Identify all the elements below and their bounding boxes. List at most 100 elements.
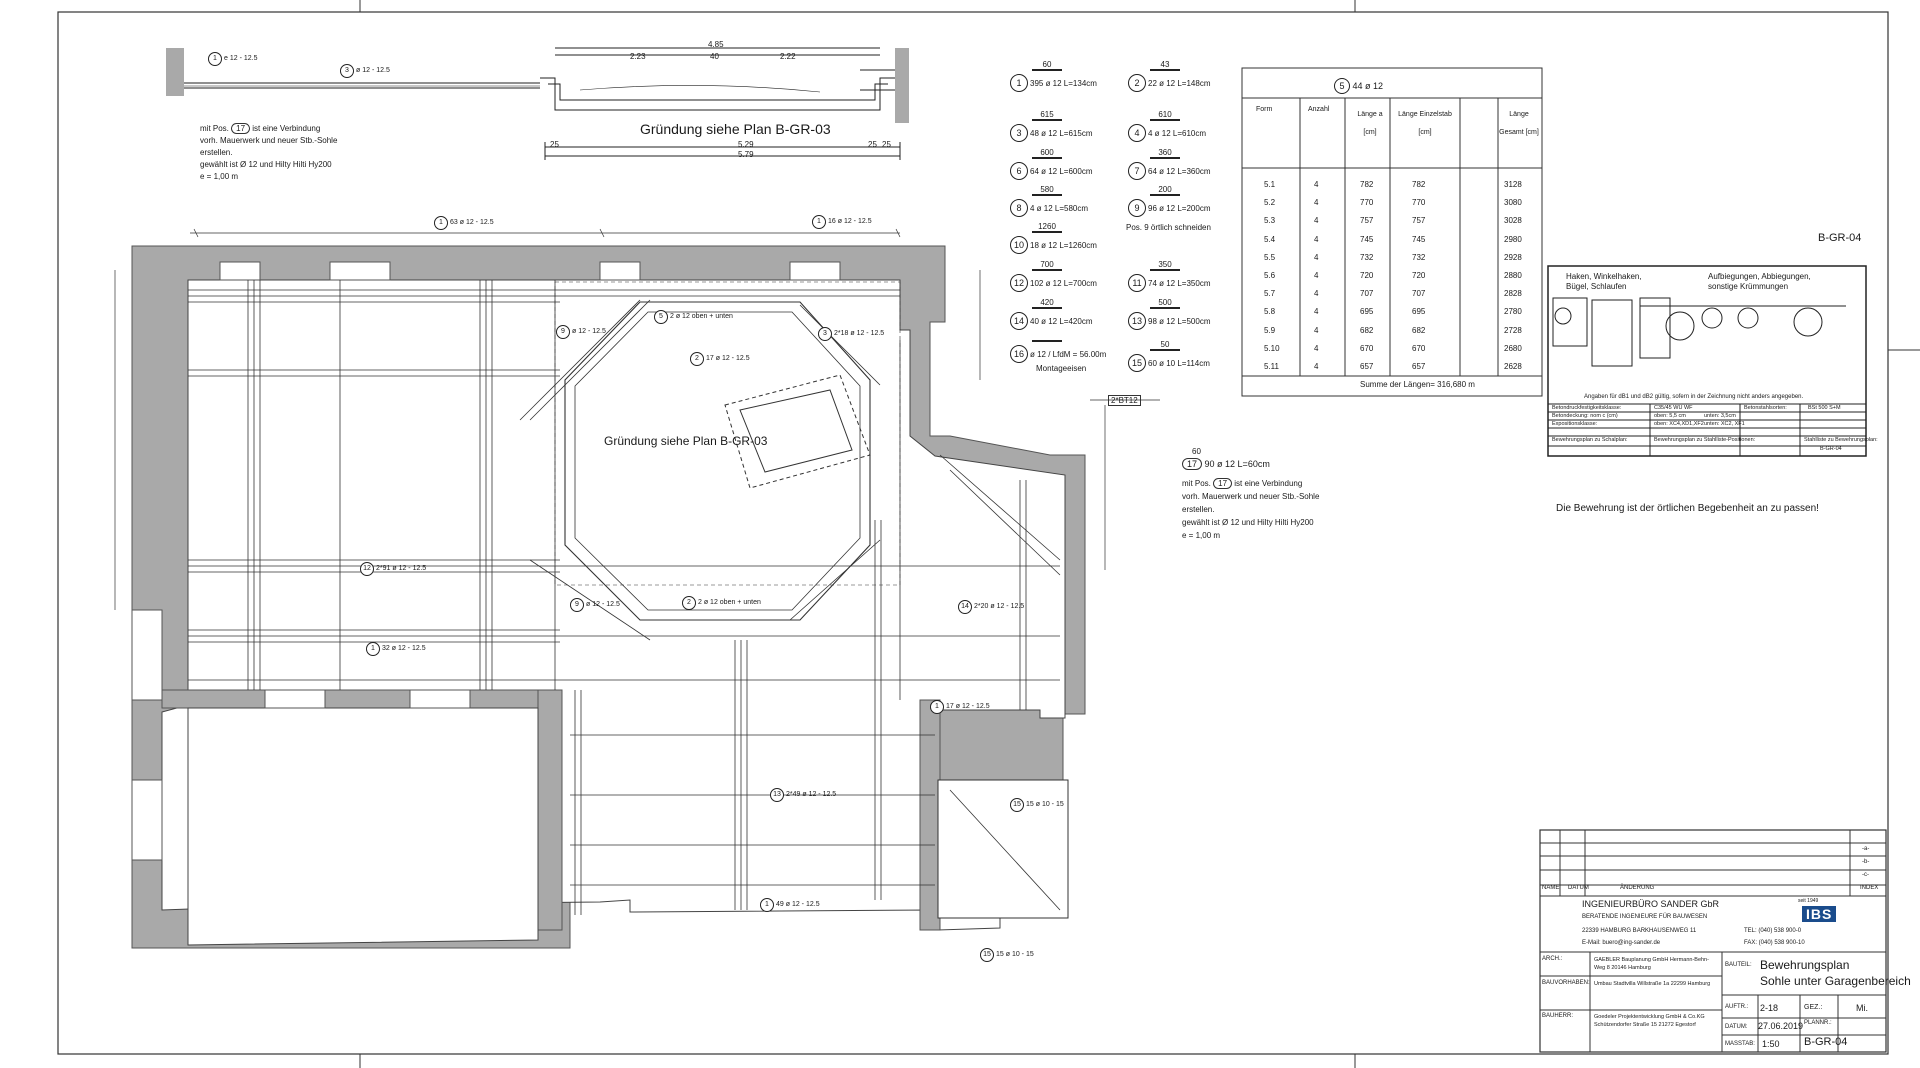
tb-subtitle: BERATENDE INGENIEURE FÜR BAUWESEN [1582,914,1708,920]
pos5-cell: 4 [1314,180,1319,189]
dim-223: 2.23 [630,52,646,61]
tb-auftr-label: AUFTR.: [1725,1004,1749,1010]
legend-r4c: Stahlliste zu Bewehrungsplan: [1804,437,1878,443]
legend-r1d: BSt 500 S+M [1808,405,1841,411]
bar-position-marker: 9 [570,598,584,612]
position-bend-dimension: 43 [1150,60,1180,71]
pos5-cell: 4 [1314,289,1319,299]
legend-note: Angaben für dB1 und dB2 gültig, sofern i… [1584,394,1804,400]
pos5-cell: 3128 [1504,180,1522,189]
tb-address: 22339 HAMBURG BARKHAUSENWEG 11 [1582,928,1697,934]
legend-r1v: C35/45 WU WF [1654,405,1693,411]
position-bend-dimension [1032,340,1062,342]
pos5-cell: 5.11 [1264,362,1279,371]
bar-label-text: 2 ø 12 oben + unten [670,313,733,320]
pos5-cell: 682 [1360,325,1374,335]
tb-col-index: INDEX [1860,885,1879,891]
ibs-logo: IBS [1802,906,1837,922]
pos5-cell: 5.10 [1264,343,1280,353]
position-bend-dimension: 360 [1150,148,1180,159]
legend-r4v: Bewehrungsplan zu Stahlliste-Positionen: [1654,437,1756,443]
position-bend-dimension: 200 [1150,185,1180,196]
legend-r4d: B-GR-04 [1820,446,1842,452]
pos5-cell: 3028 [1504,216,1522,226]
bar-label-text: 17 ø 12 - 12.5 [946,703,990,710]
position-text: 18 ø 12 L=1260cm [1030,241,1097,250]
tb-plannr: B-GR-04 [1804,1036,1848,1048]
dim-222: 2.22 [780,52,796,61]
tb-auftr: 2-18 [1760,1003,1779,1013]
pos5-cell: 720 [1360,271,1374,280]
bar-position-marker: 1 [930,700,944,714]
dimension-lines [114,228,1160,610]
tb-datum: 27.06.2019 [1758,1021,1804,1031]
bar-position-marker: 15 [980,948,994,962]
pos5-cell: 5.2 [1264,198,1276,208]
pos5-cell: 5.7 [1264,289,1276,299]
pos5-cell: 707 [1412,289,1426,299]
col-gesamt: Länge Gesamt [cm] [1499,111,1539,136]
bar-position-marker: 2 [690,352,704,366]
legend-r4: Bewehrungsplan zu Schalplan: [1552,437,1628,443]
tb-gez: Mi. [1856,1003,1868,1013]
legend-r1c: Betonstahlsorten: [1744,405,1787,411]
pos5-cell: 720 [1412,271,1426,280]
bar-position-marker: 3 [340,64,354,78]
bar-position-marker: 3 [818,327,832,341]
tb-col-name: NAME [1542,885,1560,891]
pos5-cell: 770 [1412,198,1426,208]
legend-r2c: unten: 3,5cm [1704,413,1736,419]
pos5-cell: 2780 [1504,307,1522,317]
legend-title-left: Haken, Winkelhaken, Bügel, Schlaufen [1566,272,1642,291]
tb-bauteil-2: Sohle unter Garagenbereich [1760,974,1911,988]
pos5-cell: 4 [1314,307,1319,317]
tb-bauteil-1: Bewehrungsplan [1760,958,1850,972]
pos5-cell: 670 [1360,343,1374,353]
position-number: 6 [1010,162,1028,180]
bar-position-marker: 12 [360,562,374,576]
position-bend-dimension: 1260 [1032,222,1062,233]
legend-r2v: oben: 5,5 cm [1654,413,1686,419]
foundation-outline [554,281,901,586]
pos5-cell: 5.1 [1264,180,1276,189]
pos5-cell: 4 [1314,271,1319,280]
pos5-cell: 2828 [1504,289,1522,299]
position-number: 1 [1010,74,1028,92]
position-bend-dimension: 600 [1032,148,1062,159]
pos5-cell: 5.4 [1264,234,1276,244]
position-text: 64 ø 12 L=360cm [1148,167,1211,176]
bar-label-text: 2*49 ø 12 - 12.5 [786,791,837,798]
pos5-cell: 2880 [1504,271,1522,280]
pos5-cell: 4 [1314,252,1319,262]
pos5-cell: 682 [1412,325,1426,335]
pos5-cell: 757 [1360,216,1374,226]
pos5-cell: 707 [1360,289,1374,299]
position-text: 96 ø 12 L=200cm [1148,204,1211,213]
pos5-cell: 2680 [1504,343,1522,353]
position-bend-dimension: 500 [1150,298,1180,309]
position-number: 4 [1128,124,1146,142]
legend-r3: Expositionsklasse: [1552,421,1598,427]
col-einzelstab: Länge Einzelstab [cm] [1398,111,1452,136]
position-text: 64 ø 12 L=600cm [1030,167,1093,176]
pos5-table: 5 44 ø 12 Form Anzahl Länge a [cm] Länge… [1242,68,1542,396]
position-number: 14 [1010,312,1028,330]
legend-r2: Betondeckung: nom c (cm) [1552,413,1618,419]
bar-position-marker: 9 [556,325,570,339]
bar-label-text: 63 ø 12 - 12.5 [450,219,494,226]
tb-bauteil-label: BAUTEIL: [1725,962,1752,968]
tb-arch: GAEBLER Bauplanung GmbH Hermann-Behn-Weg… [1594,957,1709,971]
pos5-cell: 4 [1314,234,1319,244]
